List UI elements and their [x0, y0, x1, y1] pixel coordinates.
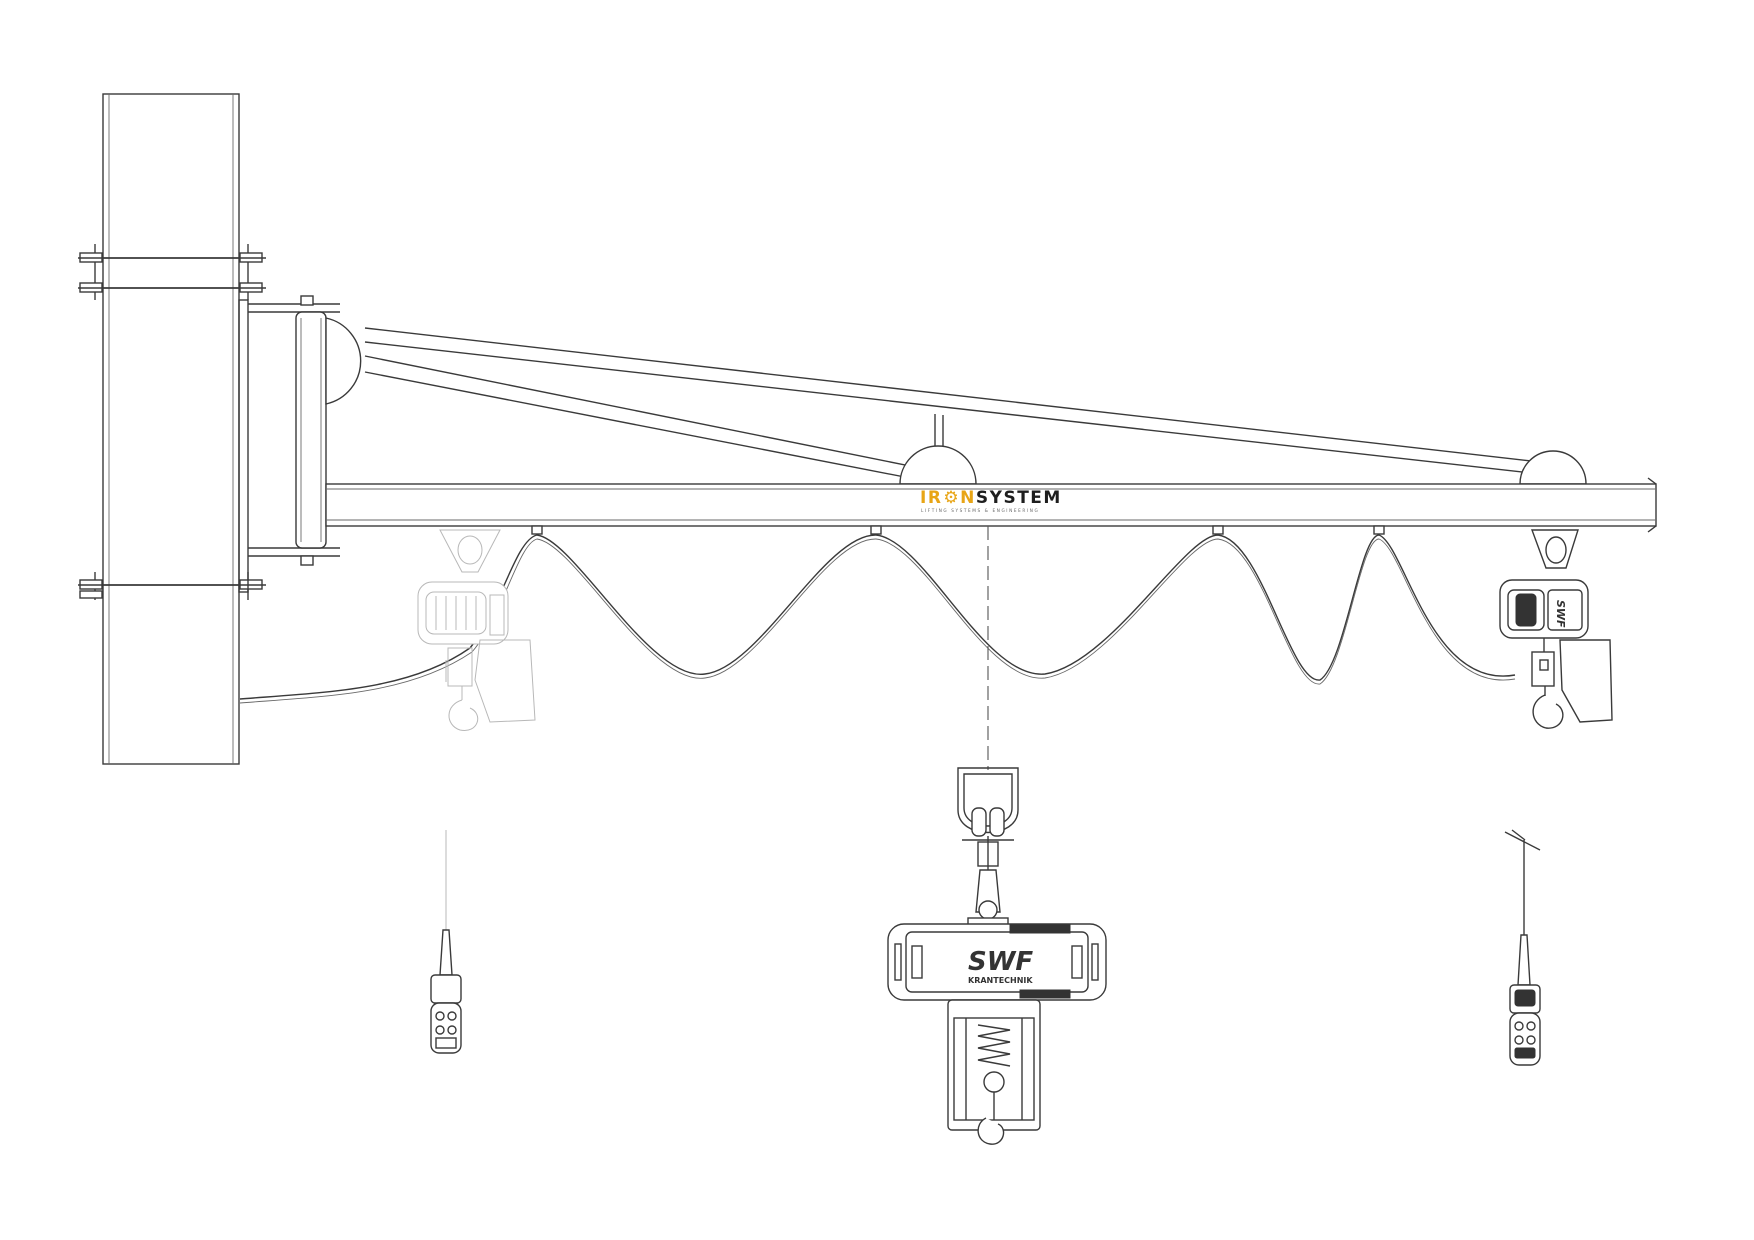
ironsystem-logo: IR⚙NSYSTEM LIFTING SYSTEMS & ENGINEERING [920, 488, 1062, 513]
pendant-control-right [1504, 829, 1541, 1066]
lower-clamp [78, 572, 266, 600]
trolley [957, 767, 1019, 933]
chain-hoist-centre: SWF KRANTECHNIK [887, 923, 1107, 1145]
hoist-brand-name: SWF [968, 947, 1033, 977]
jib-arm [325, 317, 1657, 533]
upper-clamp [78, 244, 266, 300]
support-column [102, 93, 240, 765]
logo-tagline: LIFTING SYSTEMS & ENGINEERING [921, 508, 1039, 513]
svg-text:SWF: SWF [1554, 600, 1567, 628]
festoon-cable [239, 525, 1516, 704]
pendant-control-left [430, 830, 462, 1054]
logo-text: IR⚙NSYSTEM [920, 488, 1062, 508]
chain-hoist-ghost [417, 529, 536, 731]
mounting-bracket [238, 295, 340, 593]
hoist-brand-subtitle: KRANTECHNIK [968, 976, 1033, 985]
chain-hoist-right: SWF [1499, 529, 1613, 729]
gear-icon: ⚙ [943, 488, 960, 508]
